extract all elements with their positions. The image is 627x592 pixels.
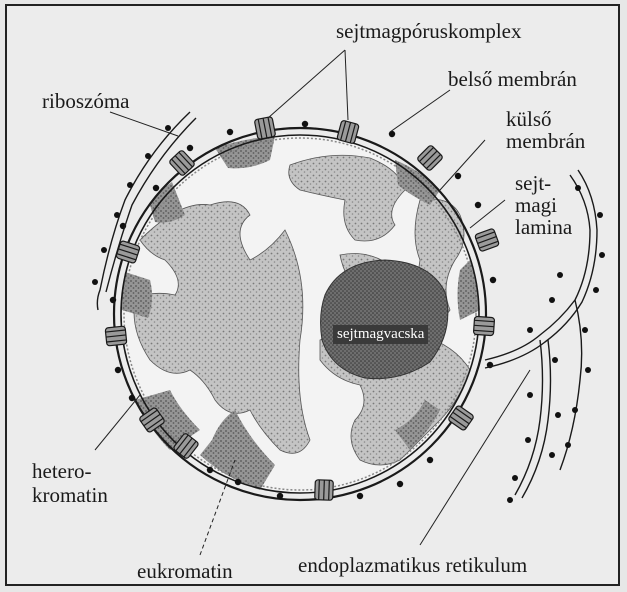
label-euchromatin: eukromatin xyxy=(137,560,233,583)
pore-complex xyxy=(473,316,494,335)
label-er: endoplazmatikus retikulum xyxy=(298,554,527,577)
label-nucleolus: sejtmagvacska xyxy=(333,325,428,344)
label-ribosome: riboszóma xyxy=(42,90,129,113)
nucleolus xyxy=(321,260,448,379)
label-lamina-3: lamina xyxy=(515,216,572,239)
pore-complex xyxy=(475,228,500,252)
label-outer-membrane-1: külső xyxy=(506,108,552,131)
label-heterochromatin-1: hetero- xyxy=(32,460,91,483)
label-pore-complex: sejtmagpóruskomplex xyxy=(336,20,521,43)
pore-complex xyxy=(417,145,444,172)
label-lamina-1: sejt- xyxy=(515,172,551,195)
pore-complex xyxy=(105,326,127,346)
pore-complex xyxy=(337,120,360,144)
label-lamina-2: magi xyxy=(515,194,557,217)
label-inner-membrane: belső membrán xyxy=(448,68,577,91)
pore-complex xyxy=(315,480,334,501)
label-heterochromatin-2: kromatin xyxy=(32,484,108,507)
label-outer-membrane-2: membrán xyxy=(506,130,585,153)
pore-complex xyxy=(254,116,275,139)
